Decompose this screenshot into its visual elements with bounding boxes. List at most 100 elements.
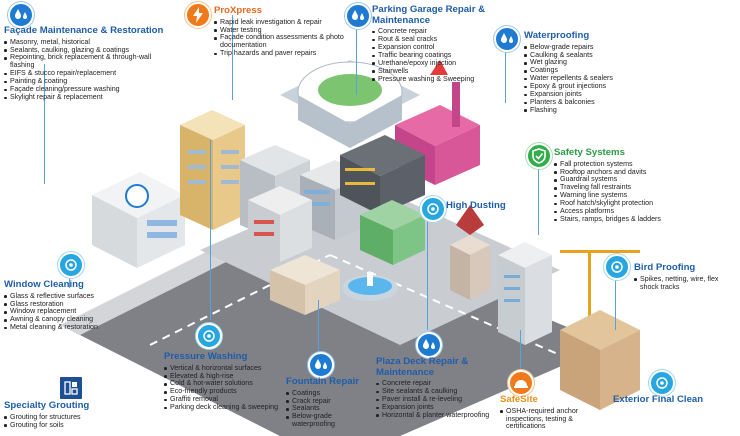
bird-list: Spikes, netting, wire, flex shock tracks	[634, 275, 738, 292]
safesite-list: OSHA-required anchor inspections, testin…	[500, 407, 610, 432]
hospital-building	[92, 172, 185, 268]
window-title: Window Cleaning	[4, 279, 84, 290]
specialty-grouting-block: Specialty Grouting Grouting for structur…	[4, 400, 144, 430]
right-tower	[498, 242, 552, 345]
pressure-washing-block: Pressure Washing Vertical & horizontal s…	[164, 351, 284, 412]
bird-proofing-block: Bird Proofing Spikes, netting, wire, fle…	[634, 262, 738, 292]
list-item: Stairwells	[372, 67, 492, 76]
water-drops-icon	[345, 3, 371, 29]
tan-tower	[180, 110, 245, 230]
list-item: Horizontal & planter waterproofing	[376, 411, 496, 420]
list-item: Expansion joints	[376, 403, 496, 412]
list-item: Traveling fall restraints	[554, 183, 714, 192]
hard-hat-icon	[508, 370, 534, 396]
list-item: Urethane/epoxy injection	[372, 59, 492, 68]
list-item: Glass restoration	[4, 300, 154, 309]
list-item: Painting & coating	[4, 77, 164, 86]
list-item: Caulking & sealants	[524, 51, 654, 60]
list-item: Awning & canopy cleaning	[4, 315, 154, 324]
list-item: OSHA-required anchor inspections, testin…	[500, 407, 610, 432]
proxpress-title: ProXpress	[214, 5, 262, 16]
facade-maintenance-block: Façade Maintenance & Restoration Masonry…	[4, 25, 164, 102]
target-icon	[649, 370, 675, 396]
safesite-title: SafeSite	[500, 394, 538, 405]
waterproofing-title: Waterproofing	[524, 30, 590, 41]
grout-cells-icon	[58, 375, 84, 401]
lightning-bolt-icon	[185, 2, 211, 28]
list-item: Below-grade repairs	[524, 43, 654, 52]
parking-garage	[340, 135, 425, 215]
parking-title: Parking Garage Repair & Maintenance	[372, 4, 486, 26]
list-item: EIFS & stucco repair/replacement	[4, 69, 164, 78]
window-cleaning-block: Window Cleaning Glass & reflective surfa…	[4, 279, 154, 333]
list-item: Glass & reflective surfaces	[4, 292, 154, 301]
parking-garage-block: Parking Garage Repair & Maintenance Conc…	[372, 4, 492, 84]
list-item: Skylight repair & replacement	[4, 93, 164, 102]
list-item: Stairs, ramps, bridges & ladders	[554, 215, 714, 224]
list-item: Rooftop anchors and davits	[554, 168, 714, 177]
high-dusting-block: High Dusting	[446, 200, 526, 212]
list-item: Façade condition assessments & photo doc…	[214, 34, 344, 50]
plaza-deck-block: Plaza Deck Repair & Maintenance Concrete…	[376, 356, 496, 420]
list-item: Site sealants & caulking	[376, 387, 496, 396]
checkmark-shield-icon	[526, 143, 552, 169]
construction-site	[560, 250, 640, 410]
list-item: Façade cleaning/pressure washing	[4, 85, 164, 94]
target-icon	[604, 254, 630, 280]
list-item: Expansion joints	[524, 90, 654, 99]
list-item: Access platforms	[554, 207, 714, 216]
list-item: Concrete repair	[376, 379, 496, 388]
exterior-final-clean-block: Exterior Final Clean	[613, 394, 738, 406]
list-item: Trip hazards and paver repairs	[214, 49, 344, 58]
list-item: Fall protection systems	[554, 160, 714, 169]
list-item: Spikes, netting, wire, flex shock tracks	[634, 275, 738, 292]
list-item: Guardrail systems	[554, 176, 714, 184]
proxpress-block: ProXpress Rapid leak investigation & rep…	[214, 5, 344, 59]
fountain-title: Fountain Repair	[286, 376, 360, 387]
list-item: Masonry, metal, historical	[4, 38, 164, 47]
list-item: Coatings	[524, 66, 654, 75]
safesite-block: SafeSite OSHA-required anchor inspection…	[500, 394, 610, 432]
list-item: Grouting for structures	[4, 413, 144, 422]
list-item: Vertical & horizontal surfaces	[164, 364, 284, 373]
list-item: Crack repair	[286, 397, 368, 406]
facade-title: Façade Maintenance & Restoration	[4, 25, 164, 36]
list-item: Rout & seal cracks	[372, 35, 492, 44]
list-item: Parking deck cleaning & sweeping	[164, 403, 284, 412]
list-item: Sealants	[286, 405, 368, 413]
target-icon	[58, 252, 84, 278]
plaza-building	[270, 255, 340, 315]
list-item: Concrete repair	[372, 27, 492, 36]
plaza-title: Plaza Deck Repair & Maintenance	[376, 356, 469, 378]
list-item: Sealants, caulking, glazing & coatings	[4, 46, 164, 55]
target-icon	[420, 196, 446, 222]
list-item: Water repellents & sealers	[524, 74, 654, 83]
list-item: Rapid leak investigation & repair	[214, 18, 344, 27]
list-item: Roof hatch/skylight protection	[554, 199, 714, 208]
stadium	[280, 60, 420, 148]
list-item: Window replacement	[4, 308, 154, 316]
list-item: Pressure washing & Sweeping	[372, 75, 492, 84]
list-item: Graffiti removal	[164, 395, 284, 404]
water-drops-icon	[308, 352, 334, 378]
pressure-title: Pressure Washing	[164, 351, 248, 362]
water-drops-icon	[8, 2, 34, 28]
list-item: Metal cleaning & restoration	[4, 323, 154, 332]
list-item: Coatings	[286, 389, 368, 398]
list-item: Expansion control	[372, 43, 492, 52]
church	[450, 205, 490, 300]
